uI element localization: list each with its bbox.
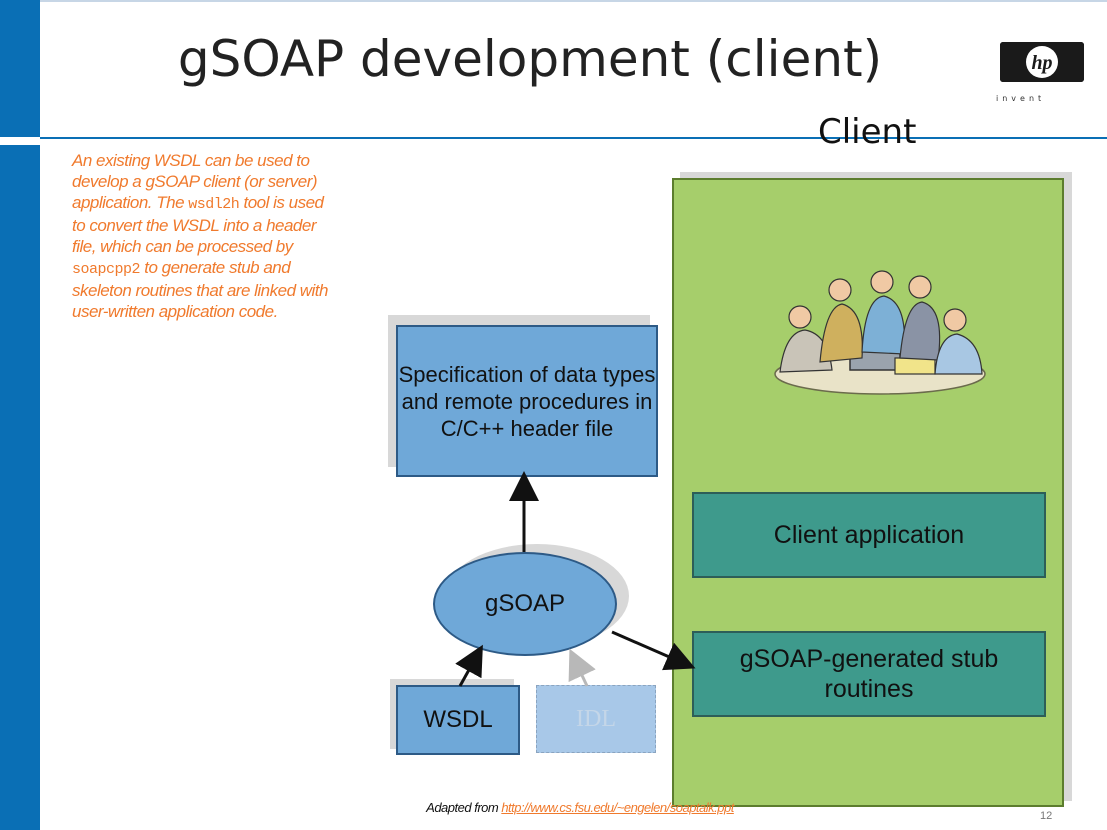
source-footer: Adapted from http://www.cs.fsu.edu/~enge… bbox=[320, 800, 840, 815]
meeting-people-icon bbox=[774, 270, 986, 395]
arrow-idl-to-gsoap bbox=[568, 648, 596, 687]
spec-header-box: Specification of data types and remote p… bbox=[396, 325, 658, 477]
description-part2: tool is used to convert the WSDL into a … bbox=[72, 193, 324, 256]
logo-tagline: invent bbox=[996, 94, 1046, 103]
idl-box: IDL bbox=[536, 685, 656, 753]
stub-routines-box: gSOAP-generated stub routines bbox=[692, 631, 1046, 717]
client-label: Client bbox=[818, 112, 917, 152]
page-number: 12 bbox=[1040, 810, 1053, 822]
title-divider bbox=[40, 137, 1107, 139]
code-soapcpp2: soapcpp2 bbox=[72, 261, 141, 278]
slide-title: gSOAP development (client) bbox=[177, 30, 883, 88]
footer-prefix: Adapted from bbox=[426, 800, 502, 815]
stub-routines-label: gSOAP-generated stub routines bbox=[739, 645, 999, 703]
source-link[interactable]: http://www.cs.fsu.edu/~engelen/soaptalk.… bbox=[501, 800, 734, 815]
left-bar-gap bbox=[0, 137, 40, 145]
arrow-wsdl-to-gsoap bbox=[455, 644, 483, 687]
client-application-box: Client application bbox=[692, 492, 1046, 578]
hp-logo-mark: hp bbox=[1031, 52, 1052, 74]
top-divider bbox=[0, 0, 1107, 2]
hp-logo-icon: hp bbox=[1000, 42, 1084, 82]
gsoap-node: gSOAP bbox=[433, 552, 617, 656]
code-wsdl2h: wsdl2h bbox=[188, 196, 240, 213]
description-text: An existing WSDL can be used to develop … bbox=[72, 150, 332, 322]
description-part3: to generate stub and skeleton routines t… bbox=[72, 258, 329, 321]
wsdl-box: WSDL bbox=[396, 685, 520, 755]
description-part1: An existing WSDL can be used to develop … bbox=[72, 151, 318, 212]
left-accent-bar bbox=[0, 0, 40, 830]
